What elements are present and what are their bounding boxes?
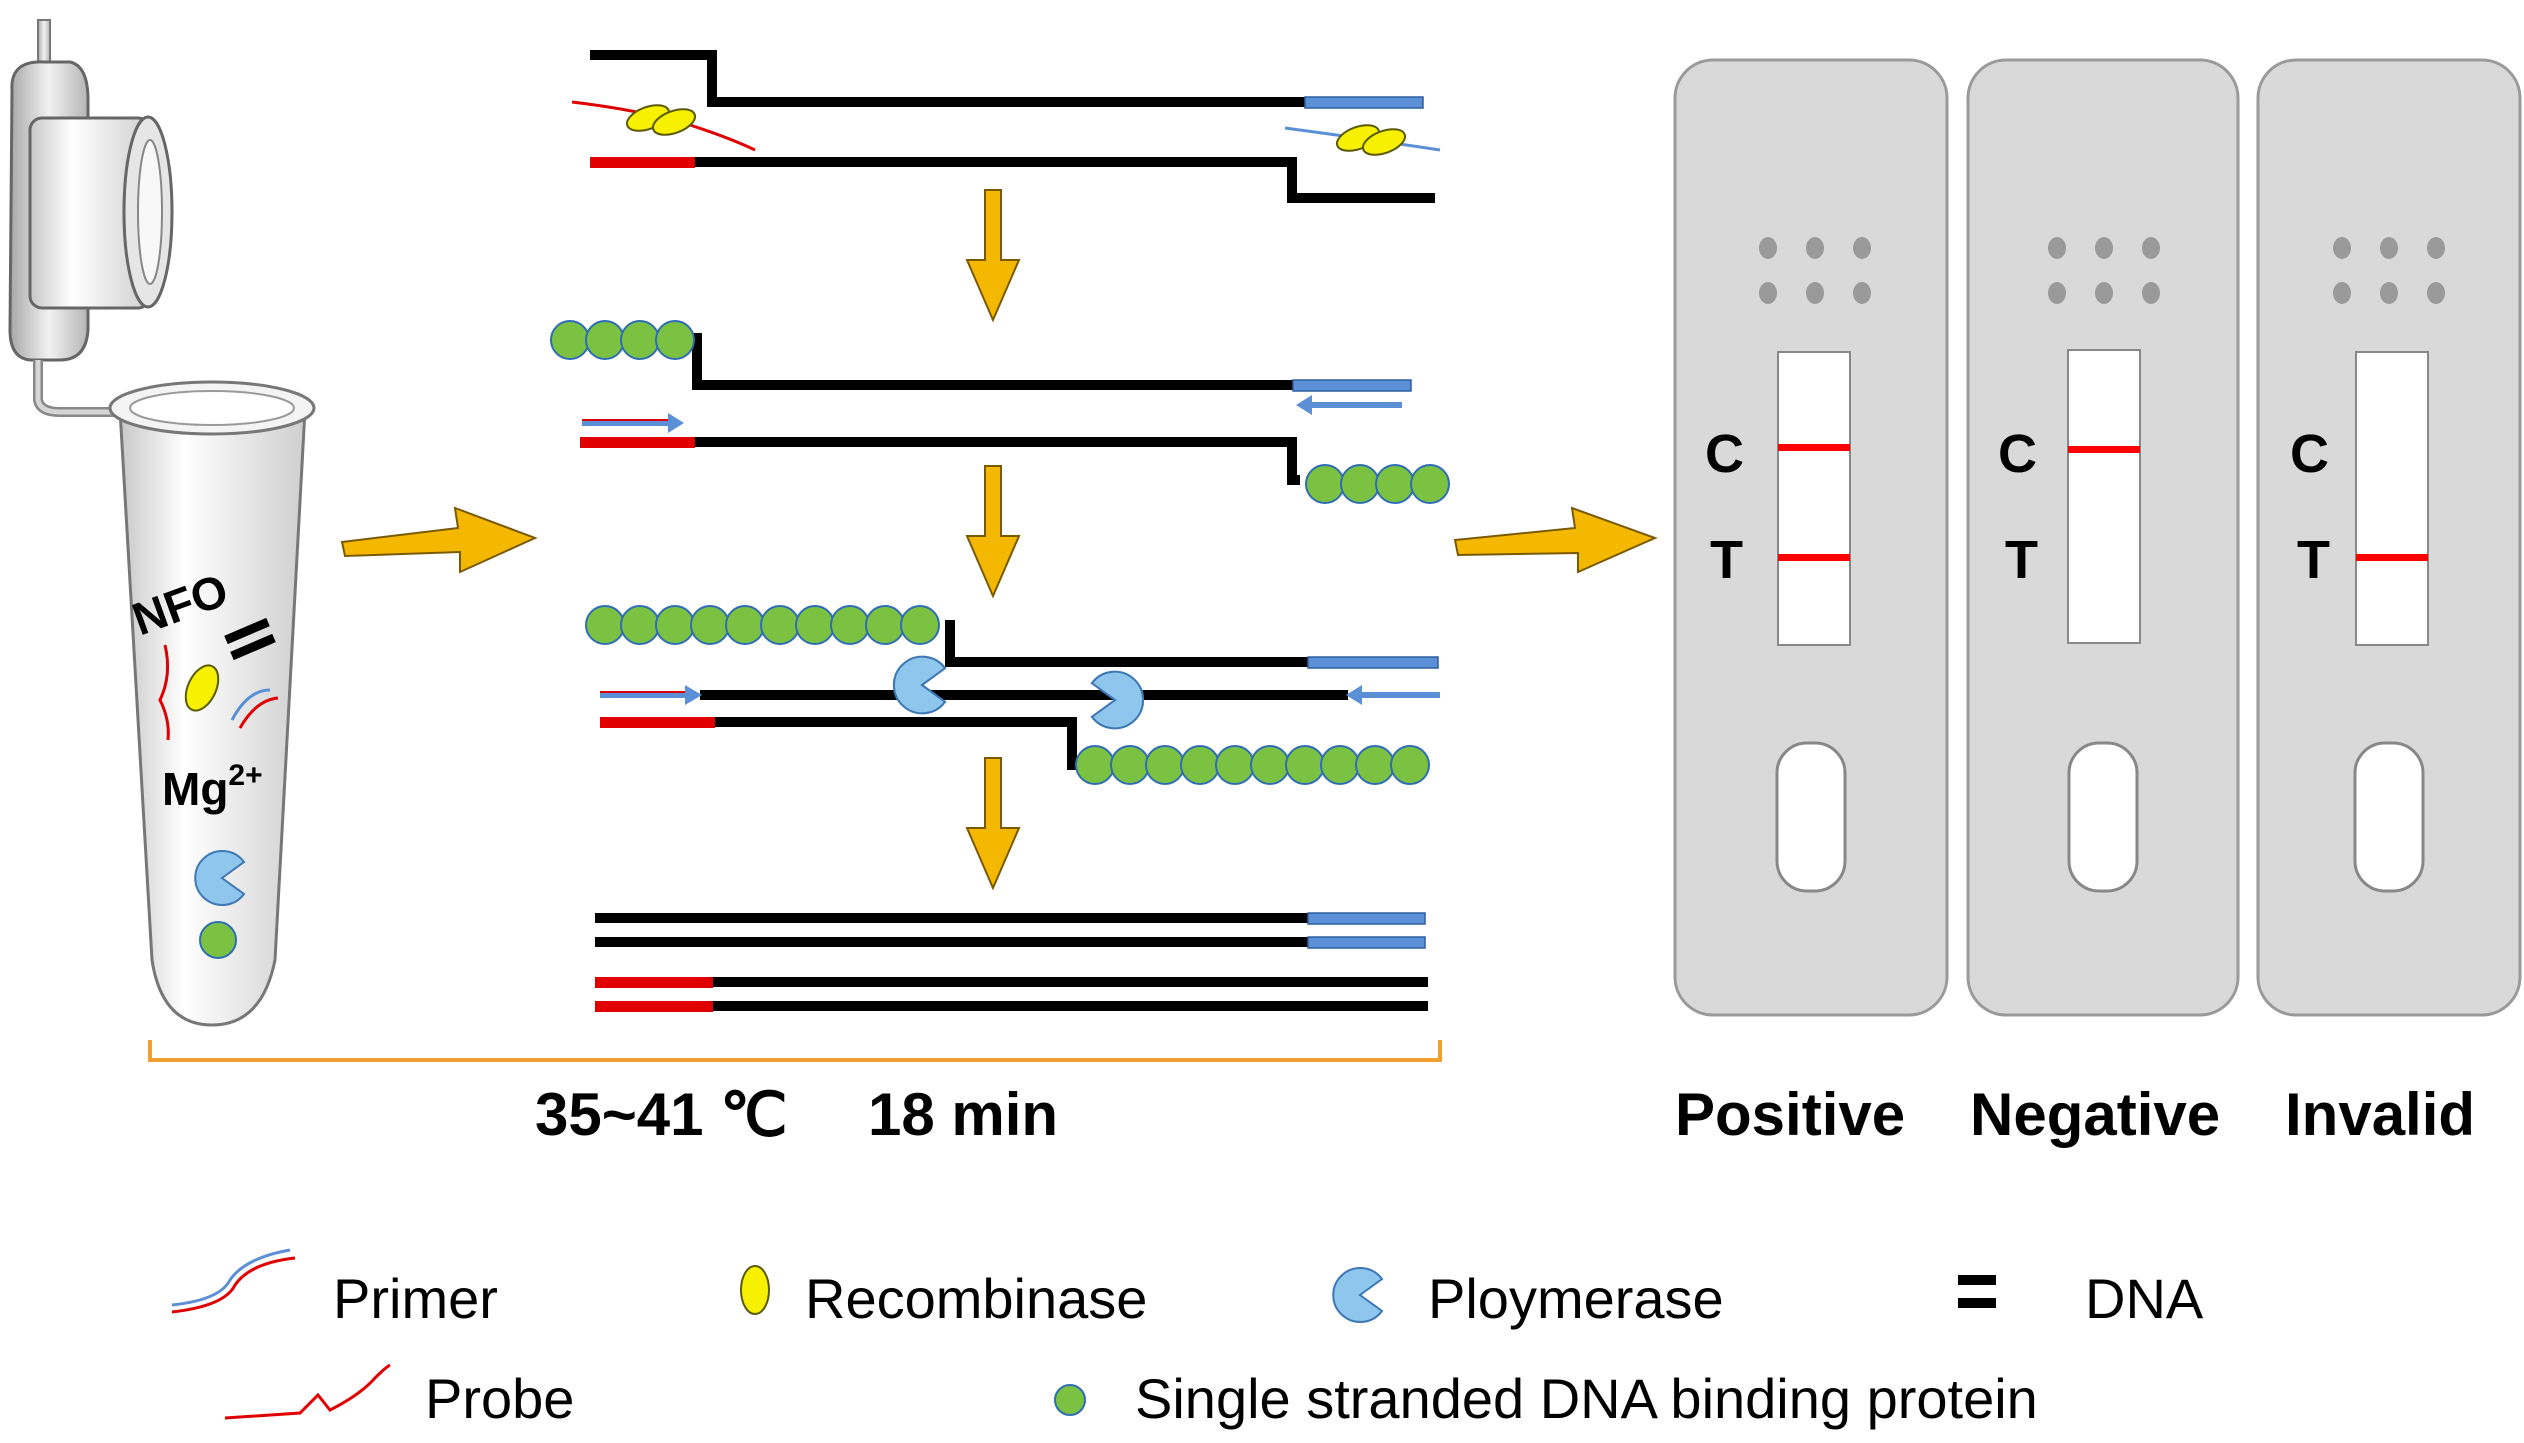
- c-label: C: [1705, 424, 1744, 484]
- svg-text:Single stranded DNA binding pr: Single stranded DNA binding protein: [1135, 1367, 2038, 1430]
- c-label: C: [2290, 424, 2329, 484]
- c-label: C: [1998, 424, 2037, 484]
- legend-polymerase: Ploymerase: [1428, 1267, 1724, 1330]
- result-negative: Negative: [1970, 1081, 2220, 1148]
- time-bracket: [148, 1040, 1442, 1062]
- rpa-step-1: [571, 50, 1441, 203]
- legend-probe: Probe: [224, 1363, 574, 1430]
- svg-text:Recombinase: Recombinase: [805, 1267, 1147, 1330]
- reaction-tube: NFO Mg2+: [8, 19, 316, 1027]
- ssb-in-tube: [199, 921, 237, 959]
- strip-positive: C T: [1673, 58, 1949, 1017]
- primer-in-tube: [230, 688, 271, 721]
- right-arrow-2: [1453, 506, 1658, 574]
- svg-text:DNA: DNA: [2085, 1267, 2204, 1330]
- test-line: [1778, 554, 1850, 561]
- recombinase-in-tube: [184, 664, 220, 712]
- t-label: T: [2297, 530, 2330, 590]
- legend: Primer Recombinase Ploymerase DNA Probe …: [171, 1248, 2204, 1430]
- strip-negative: C T: [1966, 58, 2240, 1017]
- down-arrow-3: [966, 757, 1020, 889]
- rpa-step-4: [595, 912, 1428, 1012]
- svg-text:Primer: Primer: [333, 1267, 498, 1330]
- result-invalid: Invalid: [2285, 1081, 2475, 1148]
- control-line: [1778, 444, 1850, 451]
- legend-primer: Primer: [171, 1248, 498, 1330]
- svg-text:Probe: Probe: [425, 1367, 574, 1430]
- temperature-label: 35~41 ℃: [535, 1081, 788, 1148]
- legend-polymerase-icon: [1332, 1267, 1383, 1323]
- right-arrow-1: [340, 506, 538, 574]
- result-positive: Positive: [1675, 1081, 1905, 1148]
- strip-invalid: C T: [2256, 58, 2522, 1017]
- t-label: T: [2005, 530, 2038, 590]
- test-line: [2356, 554, 2428, 561]
- control-line: [2068, 446, 2140, 453]
- down-arrow-1: [966, 189, 1020, 321]
- legend-recombinase: Recombinase: [740, 1265, 1147, 1330]
- time-label: 18 min: [868, 1081, 1058, 1148]
- rpa-step-3: [585, 605, 1440, 785]
- probe-in-tube: [158, 644, 170, 741]
- down-arrow-2: [966, 465, 1020, 597]
- legend-ssb: Single stranded DNA binding protein: [1054, 1367, 2038, 1430]
- mg-label: Mg2+: [162, 759, 263, 815]
- dna-symbol-tube: [224, 617, 276, 661]
- rpa-step-2: [550, 320, 1450, 504]
- t-label: T: [1710, 530, 1743, 590]
- legend-dna: DNA: [1958, 1267, 2204, 1330]
